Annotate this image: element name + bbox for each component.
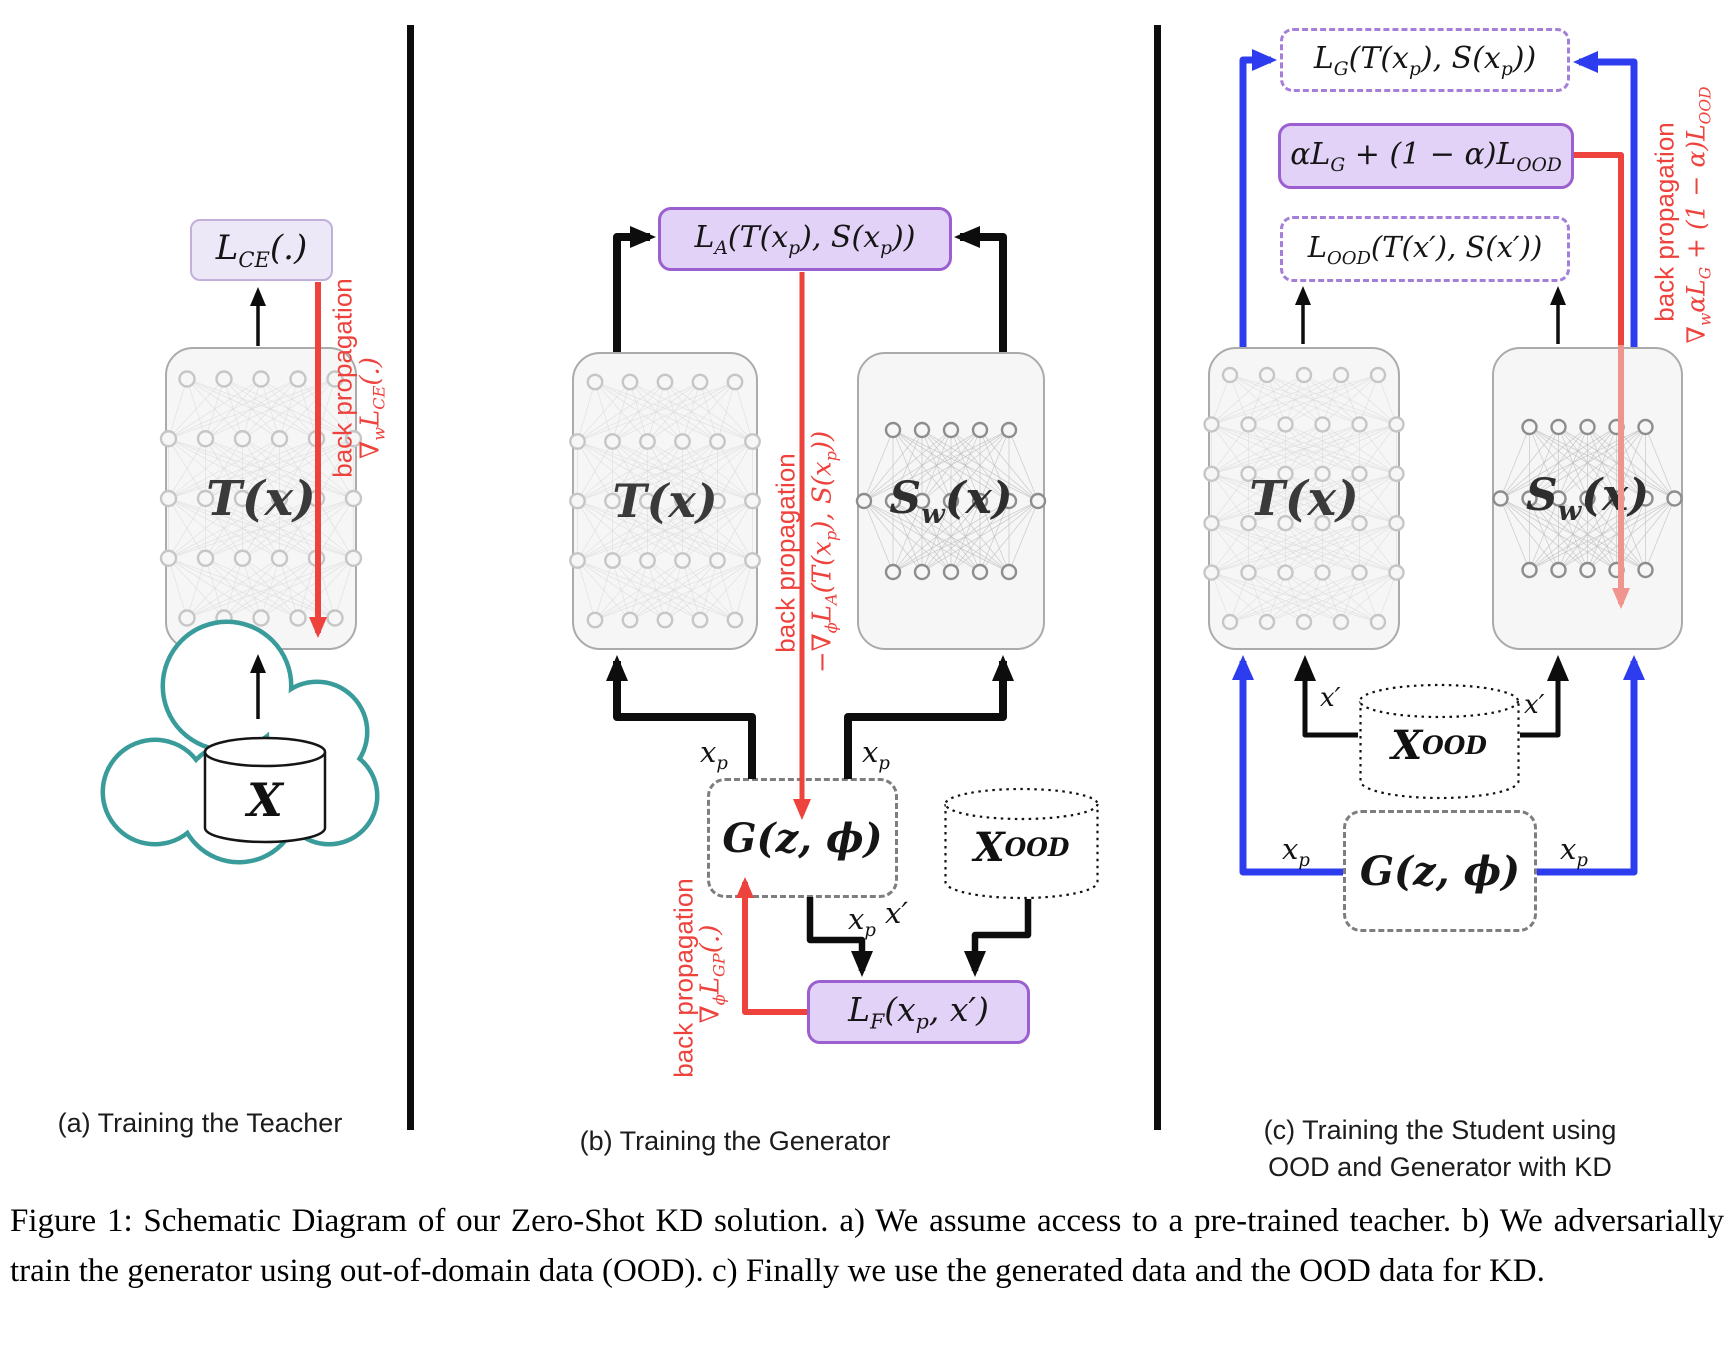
xp-label-left-b: xp [700, 735, 728, 774]
teacher-label-b: T(x) [612, 474, 718, 528]
generator-label-b: G(z, ϕ) [722, 814, 883, 862]
wire-ood-to-lf [964, 899, 1032, 977]
generator-box-c: G(z, ϕ) [1343, 810, 1537, 932]
student-label-b: Sw(x) [889, 472, 1013, 530]
feature-loss-box: LF(xp, x′) [807, 980, 1030, 1044]
backprop-text-b: back propagation [770, 453, 801, 653]
wire-student-to-la [954, 226, 1007, 352]
backprop-text-a: back propagation [327, 278, 358, 478]
student-network-graphic-c [1492, 418, 1683, 579]
teacher-network-graphic-a [159, 370, 363, 627]
generator-loss-box-c: LG(T(xp), S(xp)) [1280, 28, 1570, 92]
teacher-network-graphic-c [1203, 366, 1405, 631]
panel-c-caption-line1: (c) Training the Student using [1263, 1115, 1617, 1145]
teacher-network-box-c: T(x) [1203, 347, 1405, 650]
figure-caption: Figure 1: Schematic Diagram of our Zero-… [10, 1203, 1724, 1289]
generator-box-b: G(z, ϕ) [707, 778, 898, 898]
teacher-label-a: T(x) [206, 470, 316, 527]
gp-backprop-formula-b: ∇ϕLGP(.) [695, 924, 729, 1024]
teacher-network-box-a: T(x) [159, 347, 363, 650]
xp-label-left-c: xp [1282, 832, 1310, 871]
panel-c-caption-line2: OOD and Generator with KD [1268, 1152, 1612, 1182]
generator-loss-label-c: LG(T(xp), S(xp)) [1313, 40, 1537, 80]
panel-a-caption: (a) Training the Teacher [57, 1108, 343, 1138]
xprime-label-right-c: x′ [1524, 690, 1545, 720]
xp-label-right-c: xp [1560, 832, 1588, 871]
panel-c-caption: (c) Training the Student using OOD and G… [1215, 1112, 1665, 1186]
wire-generator-xp-to-teacher [606, 655, 756, 779]
xprime-label-b: x′ [885, 896, 908, 930]
teacher-network-graphic-b [569, 373, 761, 629]
student-network-graphic-b [855, 421, 1047, 581]
cross-entropy-loss-box: LCE(.) [190, 219, 333, 281]
ood-dataset-cylinder-b [944, 787, 1099, 900]
combined-loss-box-c: αLG + (1 − α)LOOD [1278, 123, 1574, 189]
ood-loss-box-c: LOOD(T(x′), S(x′)) [1280, 216, 1570, 282]
teacher-network-box-b: T(x) [569, 352, 761, 650]
wire-student-to-lg [1573, 51, 1638, 347]
panel-divider-left [407, 25, 414, 1130]
backprop-formula-a: ∇wLCE(.) [355, 357, 389, 459]
ood-dataset-cylinder-c [1358, 683, 1520, 800]
panel-b-caption: (b) Training the Generator [579, 1126, 891, 1156]
panel-divider-right [1154, 25, 1161, 1130]
xp-label-right-b: xp [862, 735, 890, 774]
backprop-text-c: back propagation [1649, 122, 1680, 322]
ood-loss-label-c: LOOD(T(x′), S(x′)) [1307, 229, 1543, 269]
xp-label-generator-b: xp [848, 902, 876, 941]
student-label-c: Sw(x) [1525, 470, 1650, 527]
backprop-formula-b: −∇ϕLA(T(xp), S(xp)) [807, 430, 841, 674]
wire-teacher-to-lg [1239, 49, 1277, 347]
wire-backprop-lf-to-generator [736, 877, 807, 1015]
dataset-label-a: X [247, 773, 283, 827]
student-network-box-b: Sw(x) [855, 352, 1047, 650]
teacher-label-c: T(x) [1249, 470, 1359, 527]
adversarial-loss-label: LA(T(xp), S(xp)) [694, 219, 916, 259]
wire-teacher-to-la [613, 226, 656, 352]
backprop-formula-c: ∇wαLG + (1 − α)LOOD [1681, 86, 1715, 344]
dataset-cylinder-a [203, 736, 327, 844]
combined-loss-label-c: αLG + (1 − α)LOOD [1290, 136, 1562, 176]
student-network-box-c: Sw(x) [1492, 347, 1683, 650]
feature-loss-label: LF(xp, x′) [848, 990, 989, 1034]
adversarial-loss-box: LA(T(xp), S(xp)) [658, 207, 952, 271]
wire-backprop-combined [1574, 152, 1624, 347]
generator-label-c: G(z, ϕ) [1359, 847, 1521, 895]
xprime-label-left-c: x′ [1320, 683, 1341, 713]
cross-entropy-loss-label: LCE(.) [215, 228, 308, 272]
